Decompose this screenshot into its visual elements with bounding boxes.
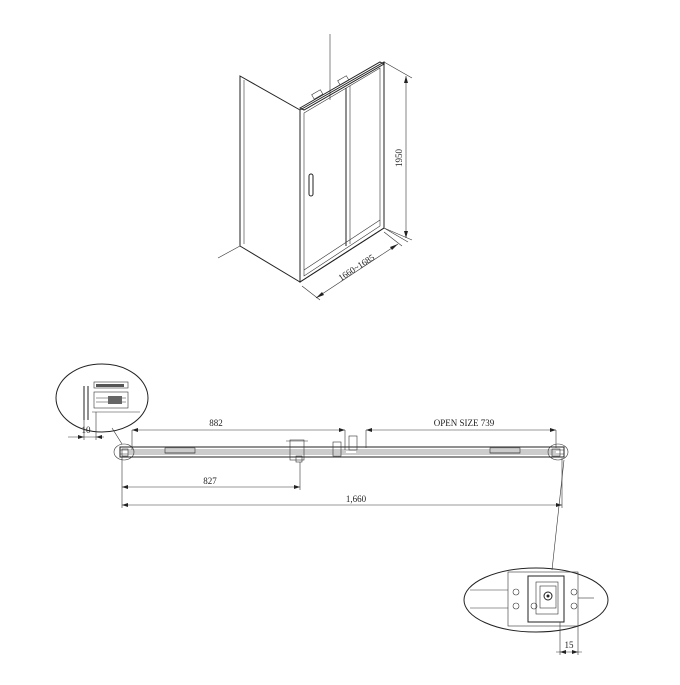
isometric-view: 1950 1660~1685 <box>217 34 413 301</box>
left-detail-ellipse <box>55 363 149 433</box>
front-frame <box>299 61 385 283</box>
right-detail: 15 <box>463 459 609 655</box>
plan-view: 882 OPEN SIZE 739 827 1,660 <box>113 418 569 508</box>
right-detail-ellipse <box>463 567 609 633</box>
width-dimension-line <box>315 243 399 299</box>
plan-rail <box>119 446 565 458</box>
width-range-label: 1660~1685 <box>337 252 377 283</box>
right-detail-dim: 15 <box>565 640 575 650</box>
open-size-label: OPEN SIZE 739 <box>434 418 495 428</box>
door-handle <box>308 173 314 197</box>
inner-label: 827 <box>203 476 217 486</box>
passage-label: 882 <box>209 418 223 428</box>
total-label: 1,660 <box>346 494 367 504</box>
plan-handle <box>289 439 305 461</box>
height-label: 1950 <box>394 149 404 168</box>
side-panel <box>239 75 301 283</box>
left-detail-dim: 10 <box>82 425 92 435</box>
left-detail: 10 <box>55 363 149 445</box>
